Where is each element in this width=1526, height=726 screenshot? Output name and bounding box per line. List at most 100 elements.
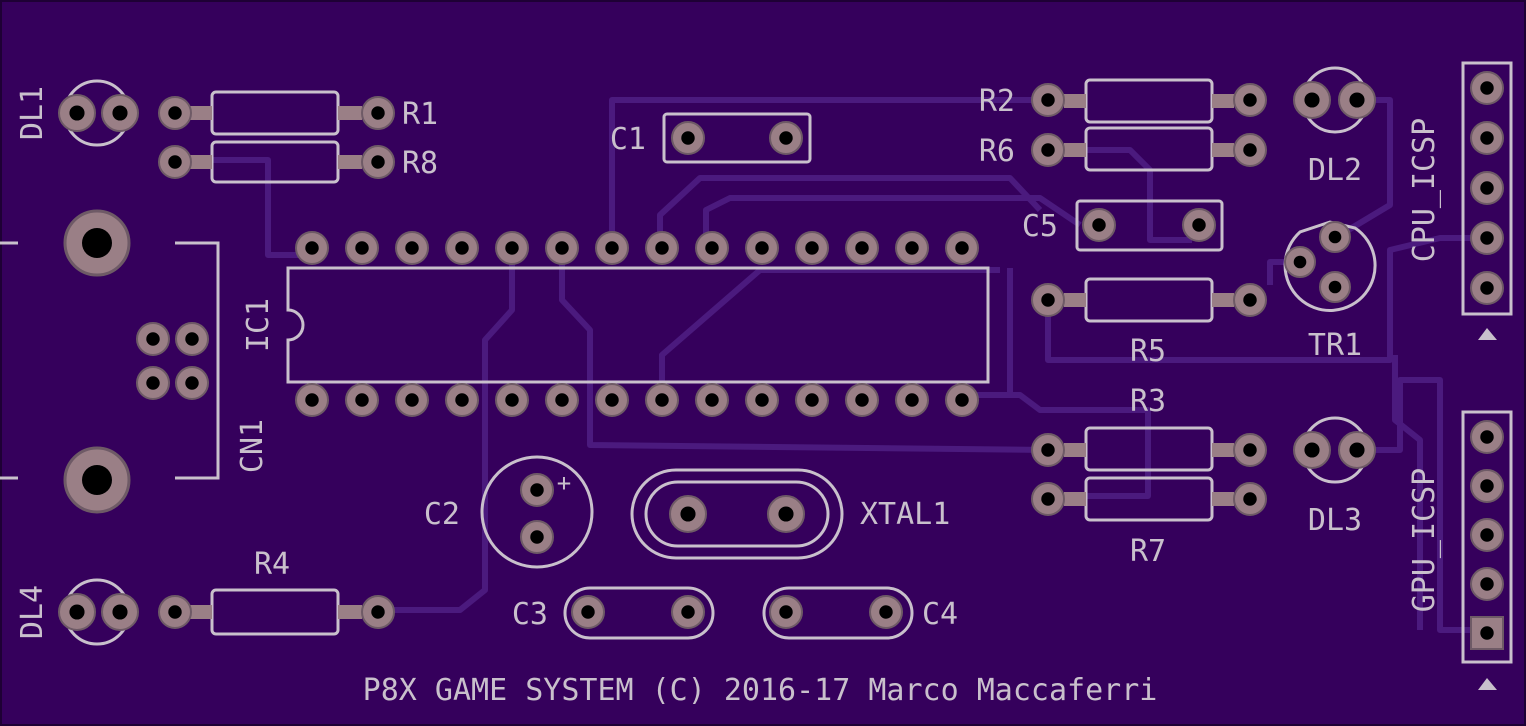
footer-credit: P8X GAME SYSTEM (C) 2016-17 Marco Maccaf… bbox=[363, 673, 1158, 708]
pad-drill bbox=[1480, 479, 1494, 493]
pad-drill bbox=[371, 155, 385, 169]
pad-drill bbox=[505, 393, 519, 407]
mounting-hole-drill bbox=[82, 228, 112, 258]
pad-drill bbox=[112, 604, 128, 620]
pad-drill bbox=[1041, 143, 1055, 157]
lead bbox=[190, 106, 212, 120]
pad-drill bbox=[680, 506, 696, 522]
pad-drill bbox=[1349, 92, 1365, 108]
crystal-outline-outer bbox=[630, 468, 844, 560]
connector-outline bbox=[175, 241, 220, 480]
pad-drill bbox=[1480, 231, 1494, 245]
pad-drill bbox=[146, 332, 160, 346]
pad-drill bbox=[168, 106, 182, 120]
lead bbox=[1212, 492, 1234, 506]
pad-drill bbox=[805, 393, 819, 407]
pad-drill bbox=[1041, 293, 1055, 307]
pad-drill bbox=[1480, 281, 1494, 295]
pad-drill bbox=[605, 393, 619, 407]
pad-drill bbox=[305, 241, 319, 255]
label-r7: R7 bbox=[1130, 534, 1166, 569]
label-dl1: DL1 bbox=[15, 86, 50, 140]
pad-drill bbox=[1243, 293, 1257, 307]
lead bbox=[1064, 143, 1086, 157]
pad-drill bbox=[705, 393, 719, 407]
label-cn1: CN1 bbox=[235, 419, 270, 473]
resistor-leads bbox=[190, 94, 1234, 619]
label-r2: R2 bbox=[979, 84, 1015, 119]
pad-drill bbox=[555, 393, 569, 407]
pad-drill bbox=[655, 241, 669, 255]
pad-drill bbox=[879, 605, 893, 619]
pad-drill bbox=[185, 376, 199, 390]
pad-drill bbox=[530, 530, 544, 544]
lead bbox=[1064, 293, 1086, 307]
pad-drill bbox=[371, 605, 385, 619]
pad-drill bbox=[1480, 577, 1494, 591]
pad-drill bbox=[778, 506, 794, 522]
header-outline-cpu-icsp bbox=[1461, 61, 1513, 316]
trace bbox=[1045, 235, 1487, 363]
pad-drill bbox=[581, 605, 595, 619]
pad-drill bbox=[1349, 442, 1365, 458]
pad-drill bbox=[1328, 280, 1342, 294]
label-r8: R8 bbox=[402, 146, 438, 181]
lead bbox=[338, 155, 362, 169]
pad-drill bbox=[455, 241, 469, 255]
pad-drill bbox=[905, 393, 919, 407]
pad-drill bbox=[955, 393, 969, 407]
pad-drill bbox=[69, 105, 85, 121]
pin1-marker-icon bbox=[1478, 678, 1497, 690]
pad-drill bbox=[779, 131, 793, 145]
pad-drill bbox=[1192, 218, 1206, 232]
label-dl4: DL4 bbox=[15, 585, 50, 639]
pad-drill bbox=[168, 155, 182, 169]
crystal-outline-inner bbox=[644, 480, 830, 548]
pad-drill bbox=[405, 393, 419, 407]
pad-drill bbox=[1293, 255, 1307, 269]
trace bbox=[657, 175, 1043, 255]
pad-drill bbox=[1041, 492, 1055, 506]
label-ic1: IC1 bbox=[241, 298, 276, 352]
pad-drill bbox=[1041, 93, 1055, 107]
pad-drill bbox=[705, 241, 719, 255]
trace bbox=[378, 255, 515, 613]
pad-drill bbox=[1328, 230, 1342, 244]
mounting-hole-drill bbox=[82, 465, 112, 495]
label-dl2: DL2 bbox=[1308, 153, 1362, 188]
pad-drill bbox=[405, 241, 419, 255]
lead bbox=[190, 605, 212, 619]
ic-outline bbox=[286, 266, 990, 384]
lead bbox=[338, 106, 362, 120]
pad-drill bbox=[779, 605, 793, 619]
pad-drill bbox=[371, 106, 385, 120]
label-cpu-icsp: CPU_ICSP bbox=[1407, 118, 1442, 263]
lead bbox=[190, 155, 212, 169]
pad-drill bbox=[168, 605, 182, 619]
label-tr1: TR1 bbox=[1308, 328, 1362, 363]
pad-drill bbox=[305, 393, 319, 407]
capacitor-outline-c1 bbox=[662, 112, 812, 164]
header-pin1-markers bbox=[1478, 328, 1497, 690]
lead bbox=[1212, 293, 1234, 307]
lead bbox=[1064, 94, 1086, 108]
trace bbox=[1338, 97, 1393, 238]
lead bbox=[1212, 143, 1234, 157]
pad-drill bbox=[755, 241, 769, 255]
label-c3: C3 bbox=[512, 597, 548, 632]
label-r1: R1 bbox=[402, 97, 438, 132]
label-c5: C5 bbox=[1022, 209, 1058, 244]
label-c4: C4 bbox=[922, 597, 958, 632]
pad-drill bbox=[905, 241, 919, 255]
trace bbox=[609, 97, 1048, 255]
pad-drill bbox=[855, 393, 869, 407]
capacitor-outline-c2 bbox=[480, 455, 594, 569]
label-dl3: DL3 bbox=[1308, 503, 1362, 538]
trace bbox=[659, 267, 1000, 395]
pad-drill bbox=[355, 393, 369, 407]
pad-drill bbox=[455, 393, 469, 407]
label-c2: C2 bbox=[424, 497, 460, 532]
pad-drill bbox=[1243, 443, 1257, 457]
trace bbox=[703, 195, 1082, 255]
